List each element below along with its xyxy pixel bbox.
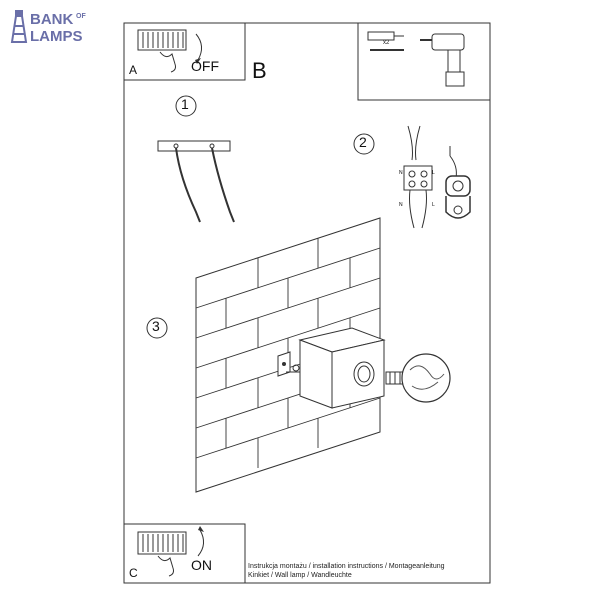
- panel-a-state: OFF: [191, 58, 219, 74]
- step-2-circle: [353, 133, 375, 155]
- breaker-switch-icon: [137, 29, 187, 73]
- lighthouse-icon: [10, 10, 28, 43]
- wire-pair-icon: [173, 143, 235, 223]
- brand-logo: BANK OF LAMPS: [6, 6, 116, 46]
- panel-c-label: C: [129, 566, 138, 580]
- logo-of: OF: [76, 13, 86, 20]
- step-1-number: 1: [181, 96, 189, 112]
- logo-bank: BANK: [30, 11, 73, 28]
- wall-plug-icon: [367, 31, 404, 41]
- quantity-label: x2: [383, 40, 390, 46]
- breaker-switch-icon: [137, 531, 187, 577]
- logo-lamps: LAMPS: [30, 28, 83, 45]
- step-2-number: 2: [359, 134, 367, 150]
- cube-lamp-body: [298, 327, 386, 409]
- terminal-block-icon: [403, 125, 433, 229]
- step-3-number: 3: [152, 318, 160, 334]
- drill-icon: [420, 33, 465, 87]
- step-1-circle: [175, 95, 197, 117]
- mounting-bracket-icon: [277, 351, 300, 377]
- panel-a-label: A: [129, 63, 138, 77]
- wiring-l-label-bottom: L: [432, 202, 435, 208]
- wiring-l-label: L: [432, 170, 435, 176]
- mounting-plate: [157, 140, 231, 152]
- arrow-down-icon: [195, 33, 202, 61]
- diagram-frame: [123, 22, 491, 584]
- step-3-circle: [146, 317, 168, 339]
- ground-connector-icon: [445, 146, 471, 219]
- wiring-n-label: N: [399, 170, 403, 176]
- panel-c-state: ON: [191, 557, 212, 573]
- panel-b-label: B: [252, 58, 267, 83]
- light-bulb-icon: [385, 353, 451, 403]
- arrow-up-icon: [197, 529, 204, 557]
- footer-line-2: Kinkiet / Wall lamp / Wandleuchte: [248, 572, 352, 579]
- footer-line-1: Instrukcja montażu / installation instru…: [248, 563, 445, 570]
- wiring-n-label-bottom: N: [399, 202, 403, 208]
